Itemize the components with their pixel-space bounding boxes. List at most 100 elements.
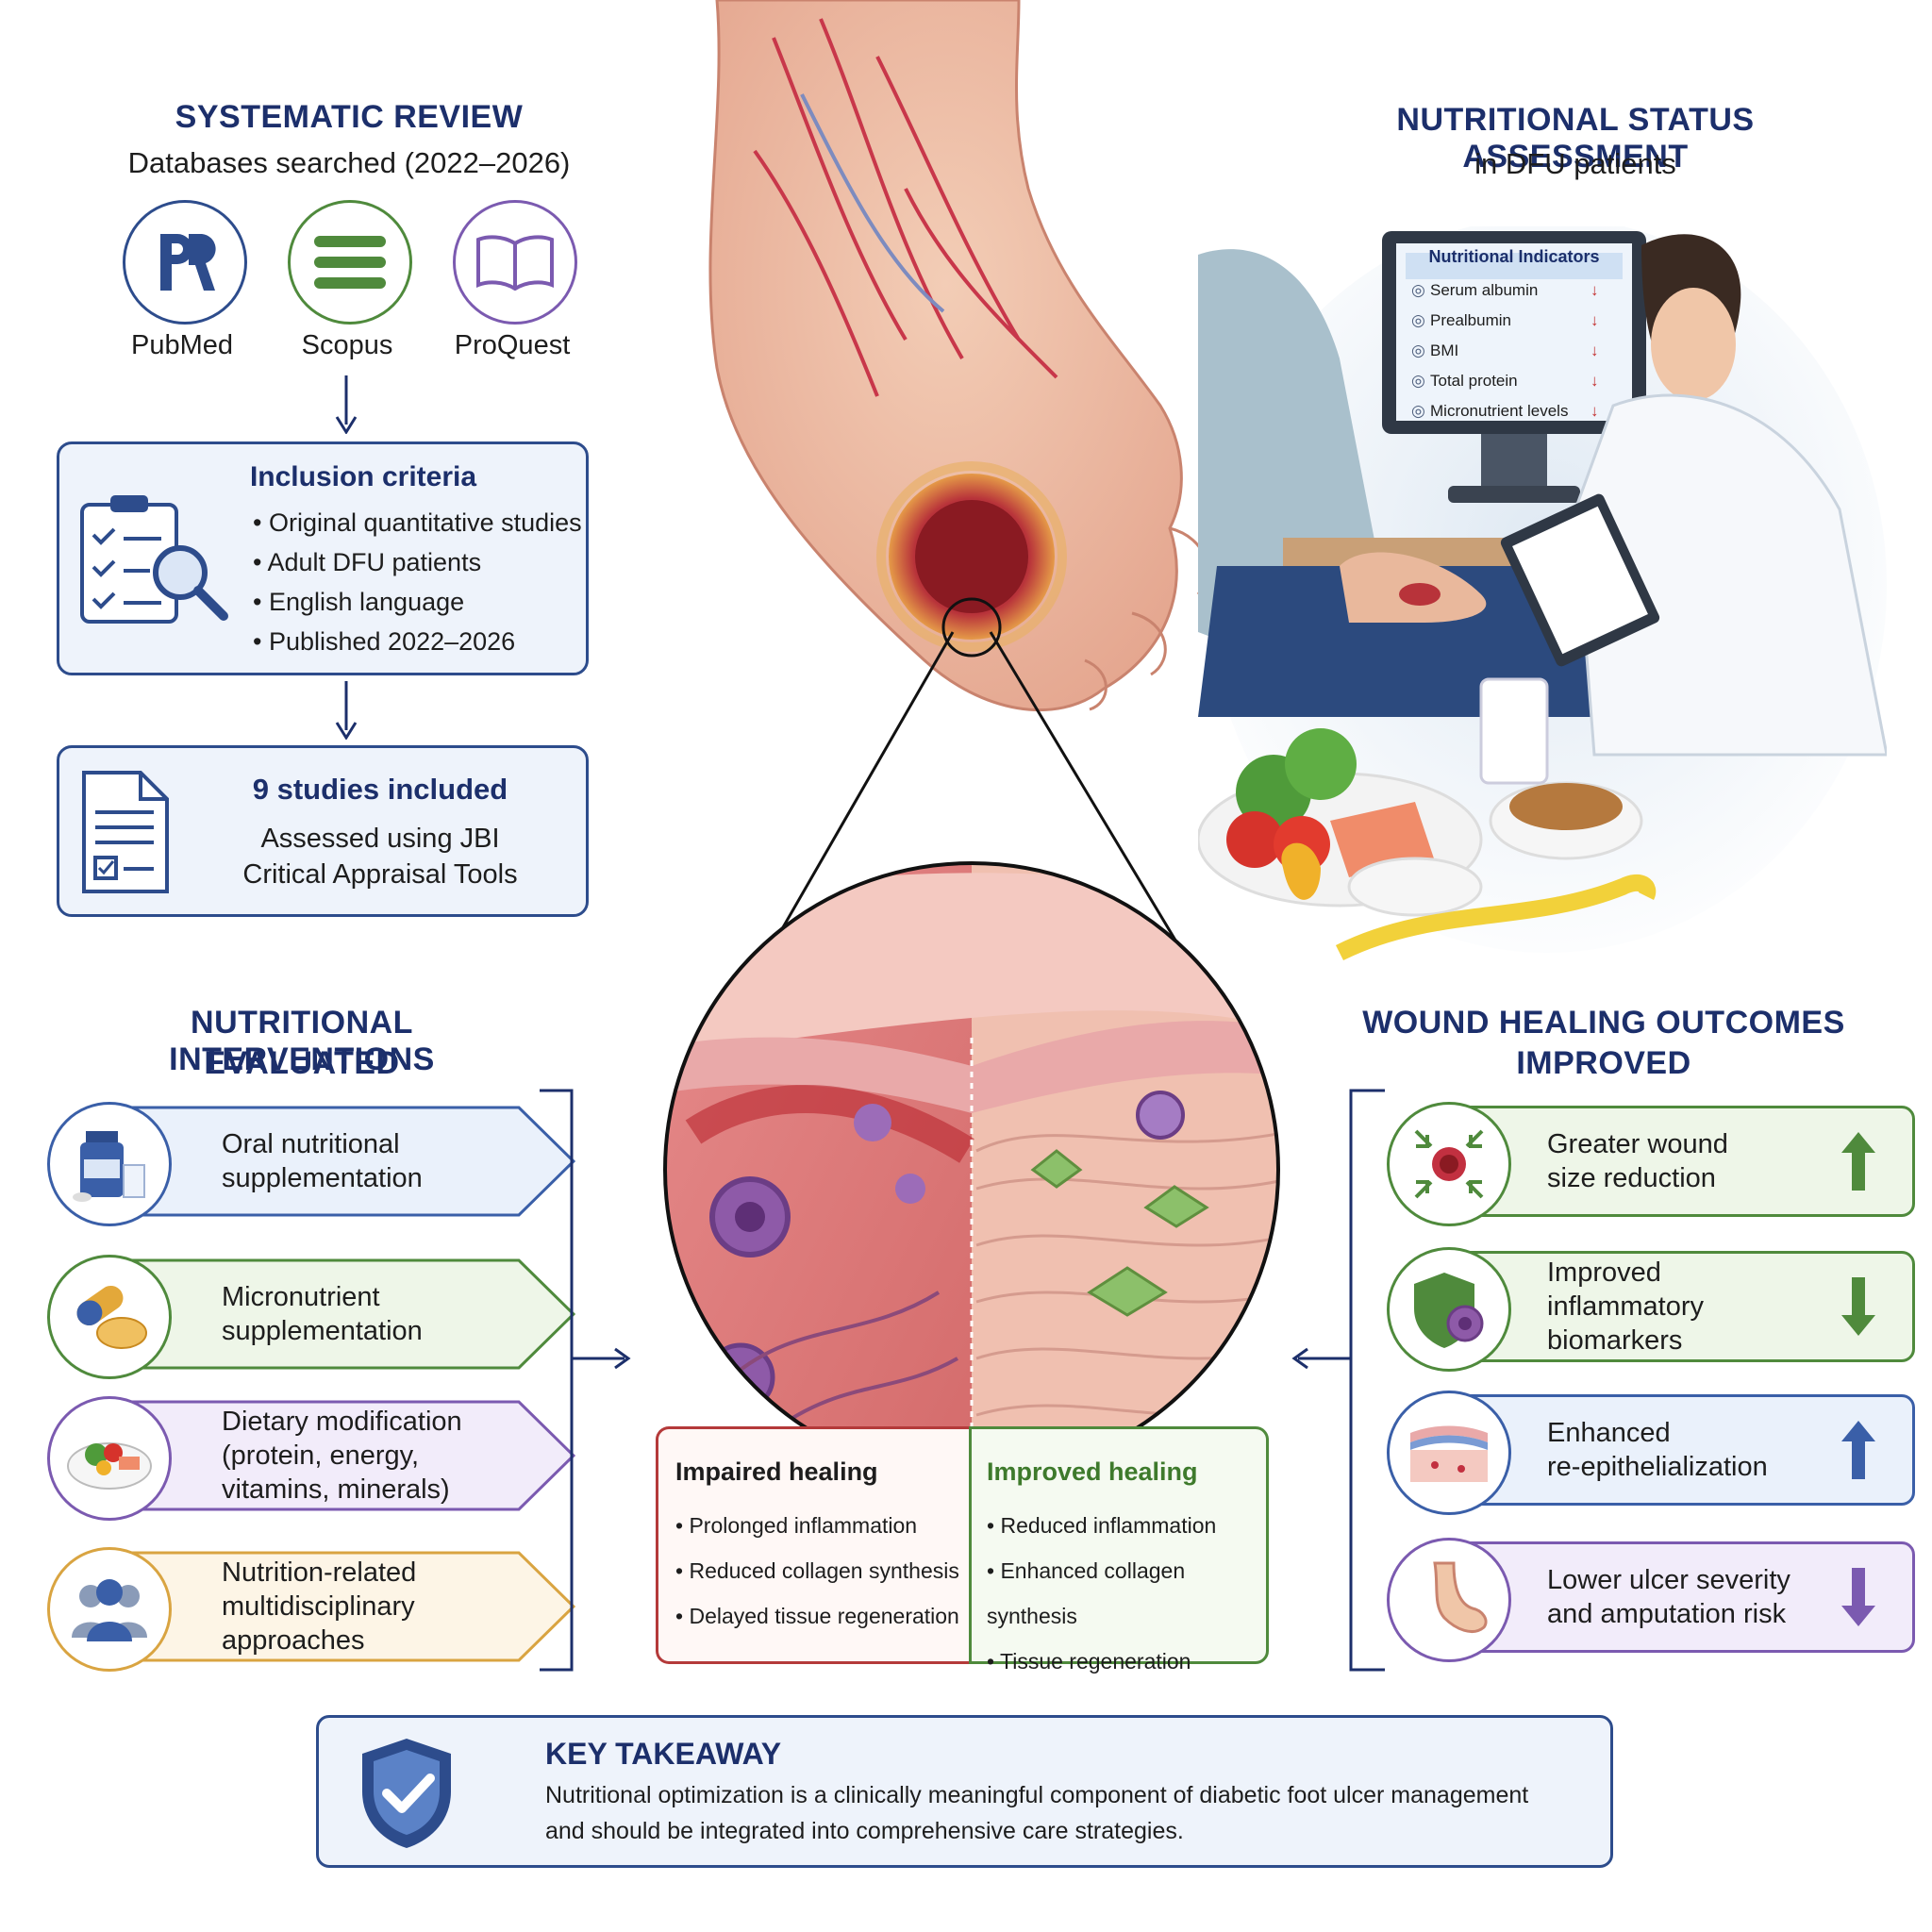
indicator-row: ◎Prealbumin↓ [1396, 306, 1632, 336]
skin-layer-icon [1387, 1391, 1511, 1515]
assessment-title: NUTRITIONAL STATUS ASSESSMENT [1396, 102, 1755, 175]
inclusion-item: English language [253, 582, 582, 622]
arrow-down-icon [1840, 1566, 1877, 1633]
indicator-icon: ◎ [1411, 341, 1425, 359]
nutritional-indicators-monitor: Nutritional Indicators ◎ Serum albumin ↓ ◎… [1396, 243, 1632, 426]
arrow-down-icon: ↓ [1591, 281, 1599, 299]
pubmed-database [123, 200, 247, 325]
proquest-label: ProQuest [454, 330, 571, 360]
document-checklist-icon [78, 769, 173, 901]
impaired-healing-item: Delayed tissue regeneration [675, 1593, 958, 1639]
assessment-subtitle: in DFU patients [1474, 147, 1676, 180]
intervention-text: Dietary modification (protein, energy,vit… [222, 1396, 542, 1515]
impaired-healing-item: Prolonged inflammation [675, 1503, 959, 1548]
wound-shrink-icon [1387, 1102, 1511, 1226]
impaired-healing-panel: Impaired healing Prolonged inflammation … [656, 1426, 969, 1664]
arrow-up-icon [1840, 1130, 1877, 1197]
outcomes-title-line1: WOUND HEALING OUTCOMES [1362, 1005, 1845, 1041]
outcome-line: re-epithelialization [1547, 1452, 1768, 1482]
indicator-row: ◎ Micronutrient levels ↓ [1396, 396, 1632, 426]
food-plate-icon [47, 1396, 172, 1521]
indicator-row: ◎ Serum albumin ↓ [1396, 275, 1632, 306]
inclusion-item: Published 2022–2026 [253, 622, 582, 661]
inclusion-title: Inclusion criteria [249, 461, 477, 492]
indicator-icon: ◎ [1411, 402, 1425, 420]
arrow-up-icon [1840, 1419, 1877, 1486]
takeaway-line1: Nutritional optimization is a clinically… [545, 1782, 1529, 1808]
studies-line1: Assessed using JBI [260, 824, 500, 854]
improved-healing-title: Improved healing [987, 1457, 1198, 1486]
intervention-line: vitamins, minerals) [222, 1474, 450, 1505]
outcome-text: Enhanced re-epithelialization [1547, 1391, 1821, 1509]
flow-arrow-down [335, 681, 358, 740]
arrow-down-icon: ↓ [1591, 341, 1599, 359]
indicator-label: Micronutrient levels [1430, 402, 1569, 420]
improved-healing-list: Reduced inflammation Enhanced collagen s… [987, 1503, 1266, 1684]
improved-healing-item: Enhanced collagen synthesis [987, 1548, 1266, 1639]
intervention-line: (protein, energy, [222, 1441, 420, 1471]
impaired-healing-item: Reduced collagen synthesis [675, 1548, 958, 1593]
inclusion-item: Adult DFU patients [253, 542, 582, 582]
pubmed-label: PubMed [130, 330, 233, 360]
databases-subtitle: Databases searched (2022–2026) [127, 146, 571, 179]
indicator-row: ◎ BMI ↓ [1396, 336, 1632, 366]
systematic-review-title: SYSTEMATIC REVIEW [175, 99, 524, 135]
improved-healing-item: Reduced inflammation [987, 1503, 1266, 1548]
takeaway-title: KEY TAKEAWAY [545, 1737, 782, 1771]
diabetic-foot-illustration [708, 0, 1209, 712]
interventions-title-line2: EVALUATED [204, 1045, 400, 1081]
studies-count: 9 studies included [252, 773, 508, 806]
indicator-label: BMI [1430, 341, 1459, 359]
outcome-line: Improved inflammatory [1547, 1257, 1704, 1322]
clipboard-magnifier-icon [75, 491, 235, 638]
outcome-line: and amputation risk [1547, 1599, 1787, 1629]
indicator-label: Serum albumin [1430, 281, 1539, 299]
pubmed-logo-icon [123, 200, 247, 325]
indicator-label: Prealbumin [1430, 311, 1511, 329]
shield-cell-icon [1387, 1247, 1511, 1372]
scopus-label: Scopus [301, 330, 393, 360]
open-book-icon [453, 200, 577, 325]
outcome-item: Enhanced re-epithelialization [1387, 1391, 1915, 1515]
bottle-glass-icon [47, 1102, 172, 1226]
flow-arrow-down [335, 375, 358, 434]
arrow-down-icon: ↓ [1591, 402, 1599, 420]
improved-healing-panel: Improved healing Reduced inflammation En… [969, 1426, 1269, 1674]
tissue-magnified-view [663, 861, 1280, 1478]
outcome-line: size reduction [1547, 1163, 1716, 1193]
interventions-bracket [540, 1089, 631, 1672]
indicator-icon: ◎ [1411, 372, 1425, 390]
intervention-line: approaches [222, 1625, 365, 1656]
inclusion-item: Original quantitative studies [253, 503, 582, 542]
intervention-line: Dietary modification [222, 1407, 462, 1437]
inclusion-list: Original quantitative studies Adult DFU … [253, 503, 582, 661]
impaired-healing-list: Prolonged inflammation Reduced collagen … [675, 1503, 959, 1639]
foot-icon [1387, 1538, 1511, 1662]
indicator-icon: ◎ [1411, 281, 1425, 299]
monitor-title: Nutritional Indicators [1428, 247, 1600, 266]
studies-line2: Critical Appraisal Tools [242, 859, 518, 890]
scopus-database [288, 200, 412, 325]
shield-check-icon [355, 1735, 458, 1857]
key-takeaway-box: KEY TAKEAWAY Nutritional optimization is… [316, 1715, 1613, 1868]
inclusion-criteria-box: Inclusion criteria Original quantitative… [57, 441, 589, 675]
outcome-line: Enhanced [1547, 1418, 1671, 1448]
intervention-line: Nutrition-related [222, 1557, 417, 1588]
indicator-row: ◎Total protein↓ [1396, 366, 1632, 396]
proquest-database [453, 200, 577, 325]
pills-icon [47, 1255, 172, 1379]
outcomes-title-line2: IMPROVED [1516, 1045, 1691, 1081]
outcome-line: biomarkers [1547, 1325, 1683, 1356]
outcome-card [1443, 1251, 1915, 1362]
intervention-line: multidisciplinary [222, 1591, 415, 1622]
